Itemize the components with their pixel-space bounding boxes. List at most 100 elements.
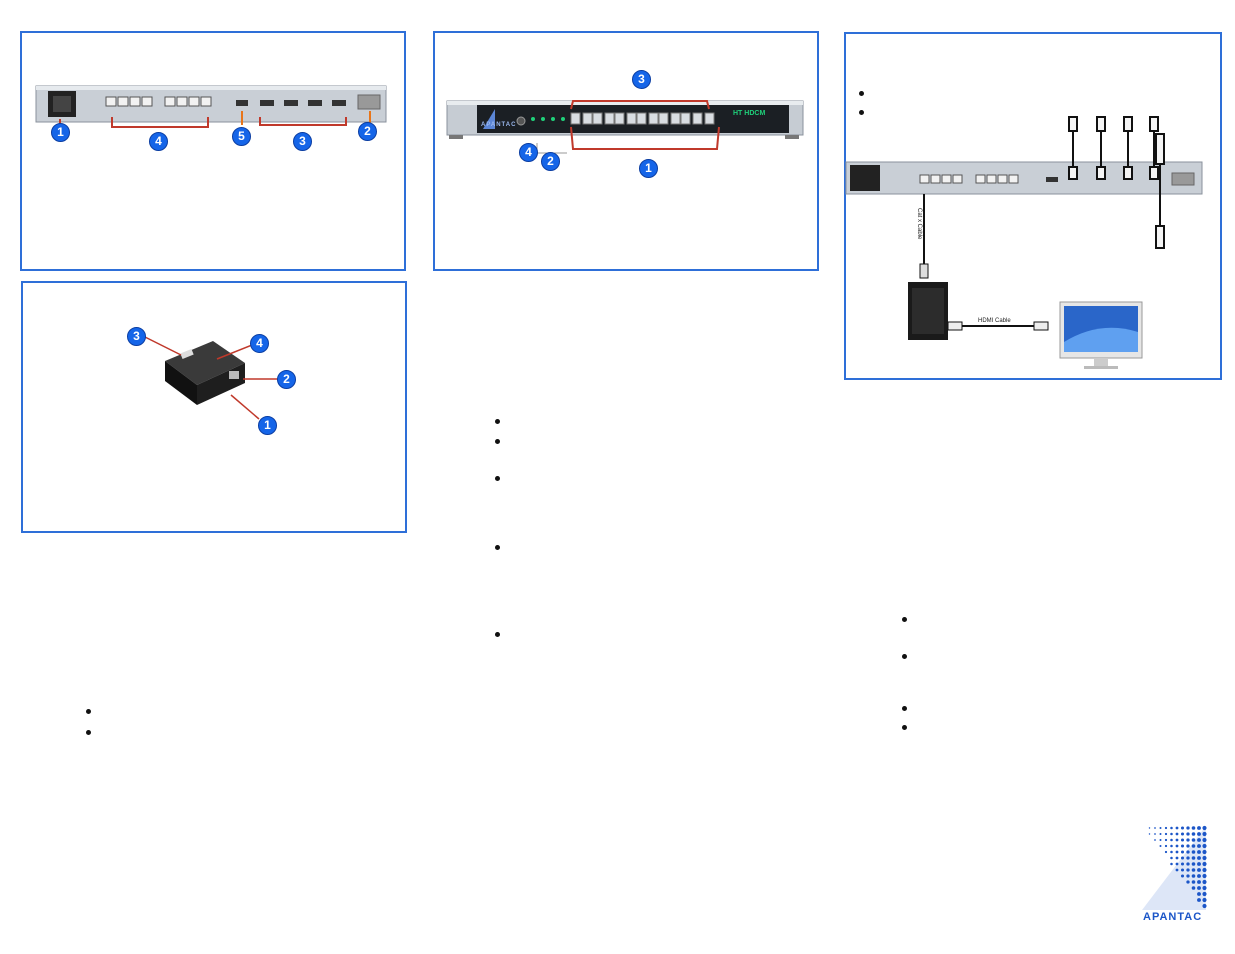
logo-dot: [1180, 832, 1185, 836]
logo-dot: [1170, 826, 1173, 830]
logo-dot: [1159, 845, 1162, 847]
logo-dot: [1159, 827, 1162, 829]
callout-badge-3: 3: [127, 327, 146, 346]
callout-badge-1: 1: [639, 159, 658, 178]
logo-dot: [1180, 826, 1185, 830]
logo-dot: [1202, 867, 1207, 873]
logo-dot: [1180, 844, 1185, 848]
logo-dot: [1170, 838, 1173, 842]
logo-dot: [1159, 833, 1162, 835]
logo-dot: [1191, 826, 1196, 830]
logo-dot: [1197, 838, 1201, 842]
receiver-unit-section: 3 4 2 1: [21, 281, 407, 533]
logo-dot: [1202, 855, 1207, 861]
logo-dot: [1197, 844, 1201, 848]
list-item-bullet: [902, 725, 907, 730]
logo-dot: [1148, 827, 1151, 829]
logo-dot: [1197, 868, 1201, 872]
logo-dot: [1175, 844, 1179, 848]
apantac-logo-mark: [1142, 825, 1207, 910]
front-panel-brand: APANTAC: [481, 122, 517, 128]
logo-dot: [1170, 844, 1173, 848]
callout-badge-2: 2: [277, 370, 296, 389]
logo-dot: [1170, 856, 1173, 860]
logo-dot: [1175, 862, 1179, 866]
front-panel-section: HT HDCM APANTAC 3 4 2 1: [433, 31, 819, 271]
logo-dot: [1191, 832, 1196, 836]
logo-dot: [1170, 850, 1173, 854]
logo-dot: [1186, 874, 1190, 878]
connection-bullet-2: [859, 110, 864, 115]
logo-dot: [1159, 839, 1162, 841]
logo-dot: [1197, 826, 1201, 830]
callout-badge-4: 4: [250, 334, 269, 353]
logo-dot: [1186, 850, 1190, 854]
logo-dot: [1148, 833, 1151, 835]
front-panel-device-image: HT HDCM: [446, 100, 804, 154]
logo-dot: [1180, 856, 1185, 860]
logo-dot: [1175, 838, 1179, 842]
callout-badge-4: 4: [519, 143, 538, 162]
rear-panel-device-image: [35, 85, 387, 128]
logo-dot: [1164, 844, 1168, 848]
logo-dot: [1186, 880, 1190, 884]
logo-dot: [1197, 898, 1201, 902]
logo-dot: [1186, 868, 1190, 872]
logo-dot: [1191, 850, 1196, 854]
callout-badge-3: 3: [632, 70, 651, 89]
logo-dot: [1197, 862, 1201, 866]
logo-dot: [1186, 832, 1190, 836]
list-item-bullet: [86, 730, 91, 735]
logo-dot: [1197, 856, 1201, 860]
logo-dot: [1202, 831, 1207, 837]
callout-badge-5: 5: [232, 127, 251, 146]
list-item-bullet: [86, 709, 91, 714]
logo-dot: [1197, 850, 1201, 854]
logo-dot: [1175, 832, 1179, 836]
logo-dot: [1197, 880, 1201, 884]
logo-dot: [1186, 856, 1190, 860]
logo-dot: [1202, 843, 1207, 849]
logo-dot: [1154, 827, 1156, 829]
callout-badge-1: 1: [258, 416, 277, 435]
logo-dot: [1197, 874, 1201, 878]
logo-dot: [1191, 874, 1196, 878]
logo-dot: [1186, 838, 1190, 842]
logo-dot: [1175, 856, 1179, 860]
logo-dot: [1175, 826, 1179, 830]
logo-dot: [1180, 874, 1185, 878]
logo-dot: [1202, 873, 1207, 879]
logo-dot: [1186, 844, 1190, 848]
logo-dot: [1202, 885, 1207, 891]
rear-panel-section: 1 4 5 3 2: [20, 31, 406, 271]
logo-dot: [1202, 891, 1207, 897]
logo-dot: [1197, 832, 1201, 836]
logo-dot: [1154, 833, 1156, 835]
list-item-bullet: [495, 439, 500, 444]
callout-badge-1: 1: [51, 123, 70, 142]
catx-cable-label: Cat x Cable: [916, 208, 922, 240]
logo-dot: [1191, 868, 1196, 872]
callout-badge-2: 2: [541, 152, 560, 171]
connection-bullet-1: [859, 91, 864, 96]
logo-dot: [1191, 880, 1196, 884]
logo-dot: [1191, 862, 1196, 866]
list-item-bullet: [495, 419, 500, 424]
logo-dot: [1164, 832, 1168, 836]
logo-dot: [1154, 839, 1156, 841]
logo-dot: [1202, 897, 1207, 903]
list-item-bullet: [902, 706, 907, 711]
callout-badge-3: 3: [293, 132, 312, 151]
logo-dot: [1202, 825, 1207, 831]
connection-diagram-image: [845, 116, 1203, 369]
connection-diagram-section: Cat x Cable HDMI Cable: [844, 32, 1222, 380]
logo-dot: [1164, 850, 1168, 854]
logo-dot: [1180, 862, 1185, 866]
logo-dot: [1164, 838, 1168, 842]
logo-dot: [1164, 826, 1168, 830]
callout-badge-2: 2: [358, 122, 377, 141]
logo-dot: [1202, 837, 1207, 843]
logo-dot: [1197, 892, 1201, 896]
logo-dot: [1191, 886, 1196, 890]
logo-dot: [1202, 879, 1207, 885]
